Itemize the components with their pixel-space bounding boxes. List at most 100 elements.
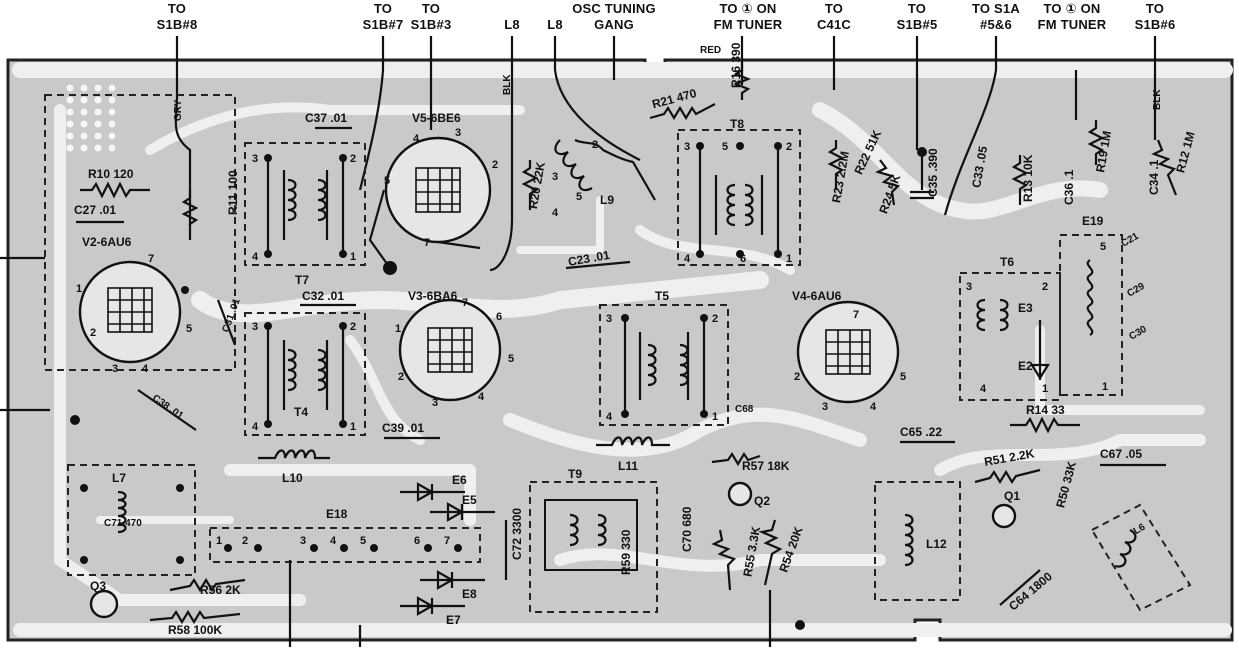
label-to-s1b3-line2: S1B#3 — [411, 17, 452, 32]
svg-text:3: 3 — [822, 401, 828, 413]
label-to-s1b7-line1: TO — [374, 1, 392, 16]
pad-hole — [108, 96, 116, 104]
svg-text:3: 3 — [112, 363, 118, 375]
label-l12: L12 — [926, 537, 947, 551]
label-l8-a: L8 — [504, 17, 520, 32]
svg-text:5: 5 — [1100, 241, 1106, 253]
label-c27: C27 .01 — [74, 203, 116, 217]
resistor-r51 — [974, 468, 1041, 485]
terminal-pin-1: 1 — [216, 535, 222, 547]
resistor-r19 — [1087, 120, 1105, 165]
svg-text:4: 4 — [142, 363, 149, 375]
svg-text:3: 3 — [252, 153, 258, 165]
top-leads — [174, 36, 1157, 272]
svg-text:4: 4 — [478, 391, 485, 403]
resistor-r11 — [181, 190, 199, 240]
label-l9: L9 — [600, 193, 614, 207]
label-l11: L11 — [618, 459, 638, 473]
label-to-s1b6-line1: TO — [1146, 1, 1164, 16]
label-r58: R58 100K — [168, 623, 222, 637]
label-r13: R13 10K — [1021, 154, 1035, 202]
coil-l11 — [596, 436, 670, 447]
label-e2: E2 — [1018, 359, 1033, 373]
pad-hole — [108, 144, 116, 152]
label-osc-tuning-line1: OSC TUNING — [572, 1, 656, 16]
svg-text:6: 6 — [740, 253, 746, 265]
label-c72: C72 3300 — [510, 508, 524, 560]
terminal-pin-4: 4 — [330, 535, 337, 547]
label-t7: T7 — [295, 273, 309, 287]
svg-text:5: 5 — [900, 371, 906, 383]
svg-text:5: 5 — [186, 323, 192, 335]
label-to-s1a-line1: TO S1A — [972, 1, 1020, 16]
label-q1: Q1 — [1004, 489, 1020, 503]
label-e5: E5 — [462, 493, 477, 507]
svg-text:3: 3 — [252, 321, 258, 333]
label-c71: C71 470 — [104, 518, 142, 529]
label-c39: C39 .01 — [382, 421, 424, 435]
resistor-r21 — [649, 103, 716, 121]
coil-l6: L6 — [1090, 503, 1192, 612]
label-r56: R56 2K — [200, 583, 241, 597]
label-fm-tuner-a-line2: FM TUNER — [714, 17, 783, 32]
network-e19: E19 51 — [1059, 214, 1123, 396]
label-to-s1b8-line2: S1B#8 — [157, 17, 198, 32]
svg-text:2: 2 — [350, 321, 356, 333]
transistor-q3 — [89, 589, 119, 619]
pad-hole — [66, 108, 74, 116]
label-t9: T9 — [568, 467, 582, 481]
svg-text:2: 2 — [786, 141, 792, 153]
label-e18: E18 — [326, 507, 348, 521]
svg-text:1: 1 — [1102, 381, 1108, 393]
terminal-pin-5: 5 — [360, 535, 366, 547]
label-to-s1b7-line2: S1B#7 — [363, 17, 404, 32]
diode-e8: E8 — [420, 570, 485, 601]
pad-hole — [80, 132, 88, 140]
label-c67: C67 .05 — [1100, 447, 1142, 461]
pad-array — [66, 84, 116, 152]
pad-hole — [66, 96, 74, 104]
svg-text:4: 4 — [606, 411, 613, 423]
pad-hole — [66, 84, 74, 92]
svg-text:5: 5 — [576, 191, 582, 203]
pad-hole — [66, 132, 74, 140]
label-red-wire: RED — [700, 45, 721, 56]
svg-text:1: 1 — [350, 251, 356, 263]
svg-text:1: 1 — [1042, 383, 1048, 395]
svg-text:4: 4 — [870, 401, 877, 413]
capacitor-c23 — [565, 260, 631, 270]
terminal-pin-6: 6 — [414, 535, 420, 547]
pad-hole — [108, 120, 116, 128]
pad-hole — [108, 108, 116, 116]
enclosure-v2 — [44, 94, 236, 371]
svg-text:4: 4 — [684, 253, 691, 265]
terminal-pin-2: 2 — [242, 535, 248, 547]
label-c70: C70 680 — [680, 506, 694, 552]
diode-e7: E7 — [400, 596, 465, 627]
label-fm-tuner-a-line1: TO ① ON — [720, 1, 777, 16]
pad-hole — [108, 132, 116, 140]
capacitor-c64 — [999, 569, 1041, 606]
svg-text:3: 3 — [606, 313, 612, 325]
svg-text:2: 2 — [492, 159, 498, 171]
label-to-s1b5-line1: TO — [908, 1, 926, 16]
svg-text:1: 1 — [395, 323, 401, 335]
svg-text:7: 7 — [853, 309, 859, 321]
label-q3: Q3 — [90, 579, 106, 593]
pad-hole — [80, 96, 88, 104]
svg-text:4: 4 — [252, 421, 259, 433]
top-labels: TO S1B#8 TO S1B#7 TO S1B#3 L8 L8 OSC TUN… — [157, 1, 1176, 32]
resistor-r10 — [80, 181, 150, 199]
resistor-r55 — [711, 529, 737, 591]
svg-text:4: 4 — [252, 251, 259, 263]
label-c34: C34 .1 — [1147, 159, 1161, 195]
capacitor-c31 — [216, 299, 237, 346]
resistor-r13 — [1011, 155, 1029, 205]
svg-text:5: 5 — [722, 141, 728, 153]
label-r59: R59 330 — [619, 529, 633, 575]
